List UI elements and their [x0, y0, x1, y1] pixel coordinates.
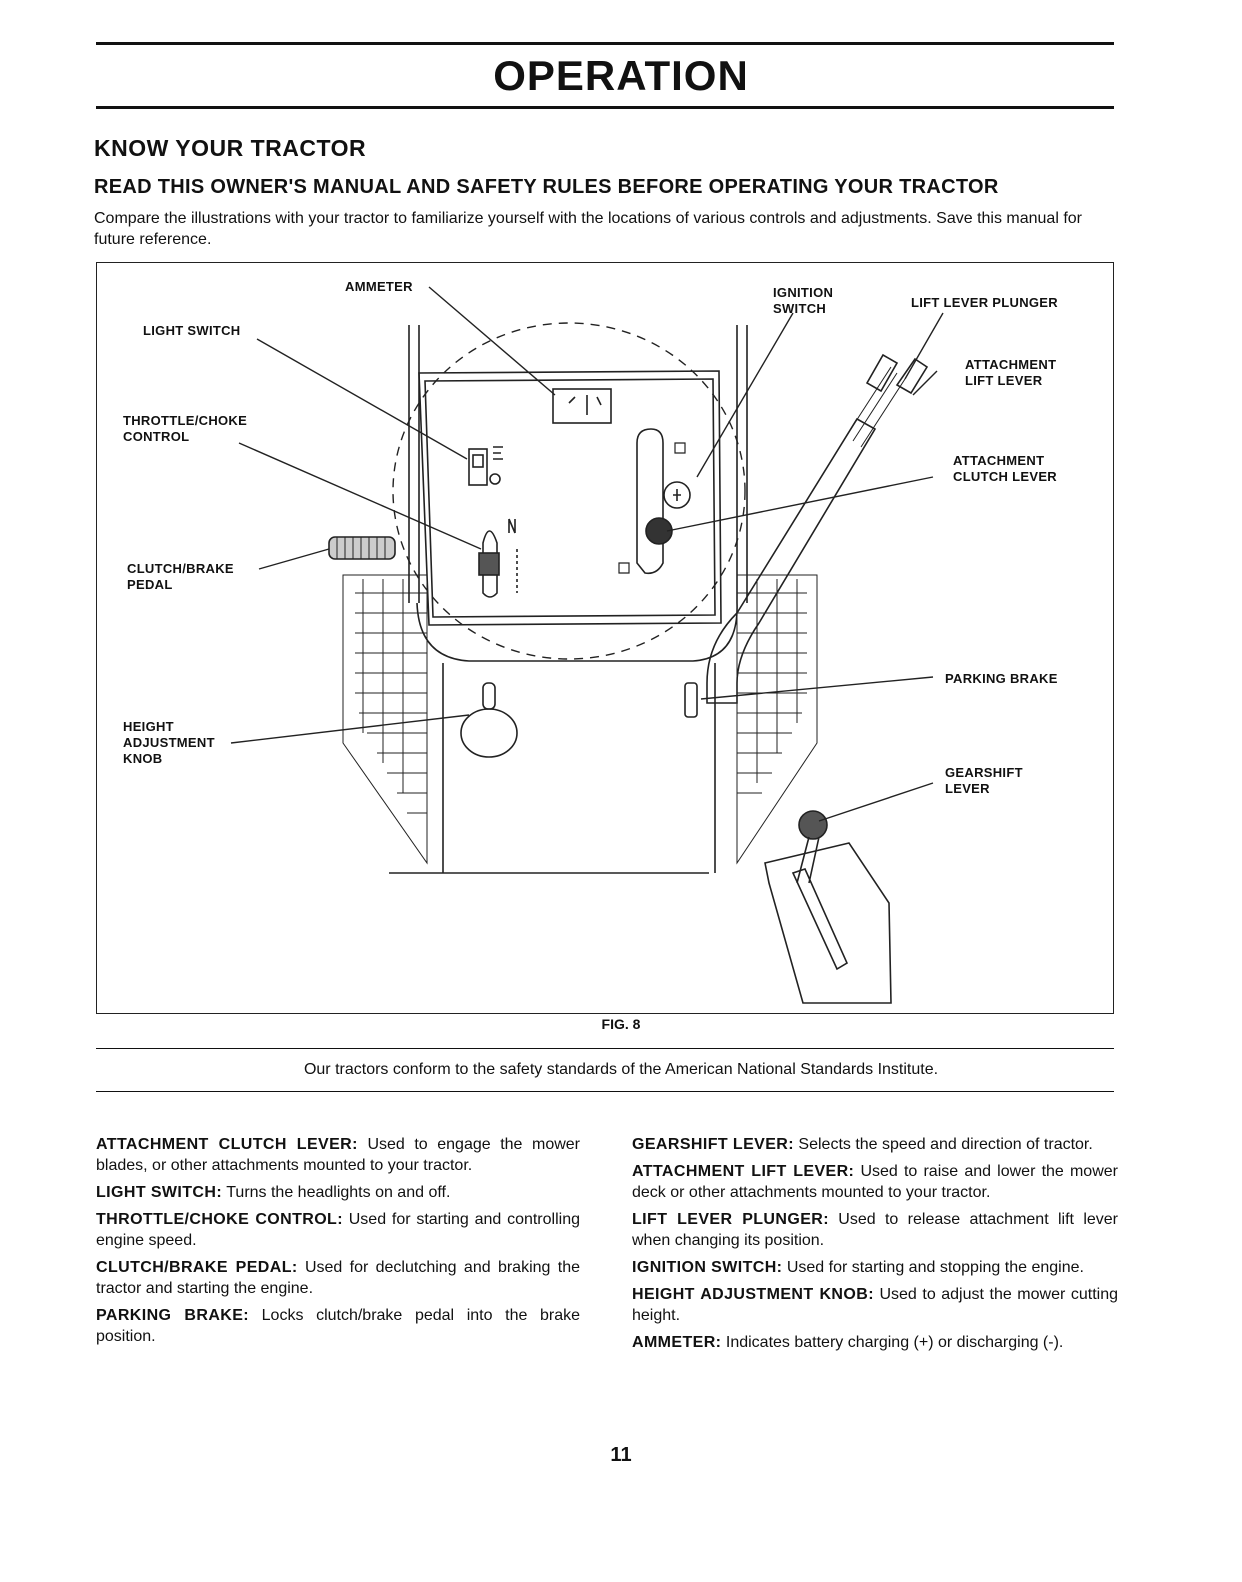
tractor-controls-figure: AMMETER IGNITION SWITCH LIFT LEVER PLUNG… [96, 262, 1114, 1014]
light-switch [468, 446, 503, 486]
intro-paragraph: Compare the illustrations with your trac… [94, 210, 1082, 248]
desc-attachment-lift-lever: ATTACHMENT LIFT LEVER: Used to raise and… [632, 1163, 1118, 1201]
title-underline [96, 106, 1114, 109]
throttle-choke-lever [478, 518, 518, 598]
desc-ammeter: AMMETER: Indicates battery charging (+) … [632, 1334, 1064, 1351]
label-ammeter: AMMETER [345, 279, 413, 294]
height-adjustment-knob [460, 682, 518, 758]
label-clutch-brake-pedal: CLUTCH/BRAKE PEDAL [127, 561, 234, 592]
callout-leader-lines [230, 286, 944, 822]
label-gearshift-lever: GEARSHIFT LEVER [945, 765, 1023, 796]
desc-parking-brake: PARKING BRAKE: Locks clutch/brake pedal … [96, 1307, 581, 1345]
top-rule [96, 42, 1114, 45]
label-parking-brake: PARKING BRAKE [945, 671, 1058, 686]
ignition-switch [618, 428, 691, 575]
desc-attachment-clutch-lever: ATTACHMENT CLUTCH LEVER: Used to engage … [96, 1136, 580, 1174]
figure-caption: FIG. 8 [601, 1016, 641, 1032]
desc-height-adjustment-knob: HEIGHT ADJUSTMENT KNOB: Used to adjust t… [632, 1286, 1118, 1324]
label-attachment-lift-lever: ATTACHMENT LIFT LEVER [965, 357, 1057, 388]
desc-throttle-choke: THROTTLE/CHOKE CONTROL: Used for startin… [96, 1211, 580, 1249]
left-fender-grid [342, 574, 428, 865]
desc-clutch-brake-pedal: CLUTCH/BRAKE PEDAL: Used for declutching… [96, 1259, 580, 1297]
dashed-callout-circle [392, 322, 746, 660]
page-number: 11 [610, 1444, 632, 1466]
gearshift-lever [764, 810, 892, 1004]
parking-brake-handle [684, 682, 698, 718]
desc-gearshift-lever: GEARSHIFT LEVER: Selects the speed and d… [632, 1136, 1093, 1153]
desc-lift-lever-plunger: LIFT LEVER PLUNGER: Used to release atta… [632, 1211, 1119, 1249]
label-light-switch: LIGHT SWITCH [143, 323, 241, 338]
label-lift-lever-plunger: LIFT LEVER PLUNGER [911, 295, 1058, 310]
tractor-illustration [230, 286, 944, 1004]
label-ignition-switch: IGNITION SWITCH [773, 285, 834, 316]
subheading: READ THIS OWNER'S MANUAL AND SAFETY RULE… [94, 176, 999, 198]
console-body [389, 325, 748, 874]
label-attachment-clutch-lever: ATTACHMENT CLUTCH LEVER [953, 453, 1057, 484]
ammeter-gauge [552, 388, 612, 424]
descriptions-right-column: GEARSHIFT LEVER: Selects the speed and d… [632, 1134, 1118, 1359]
label-height-adjustment-knob: HEIGHT ADJUSTMENT KNOB [123, 719, 215, 766]
clutch-brake-pedal [328, 536, 396, 560]
right-fender-grid [736, 574, 818, 865]
descriptions-left-column: ATTACHMENT CLUTCH LEVER: Used to engage … [96, 1134, 580, 1353]
desc-light-switch: LIGHT SWITCH: Turns the headlights on an… [96, 1184, 451, 1201]
section-heading: KNOW YOUR TRACTOR [94, 135, 367, 161]
standards-note: Our tractors conform to the safety stand… [303, 1061, 939, 1078]
note-bottom-rule [96, 1091, 1114, 1092]
desc-ignition-switch: IGNITION SWITCH: Used for starting and s… [632, 1259, 1084, 1276]
page-title: OPERATION [493, 52, 749, 99]
note-top-rule [96, 1048, 1114, 1049]
attachment-lift-lever [706, 353, 929, 704]
label-throttle-choke: THROTTLE/CHOKE CONTROL [123, 413, 248, 444]
